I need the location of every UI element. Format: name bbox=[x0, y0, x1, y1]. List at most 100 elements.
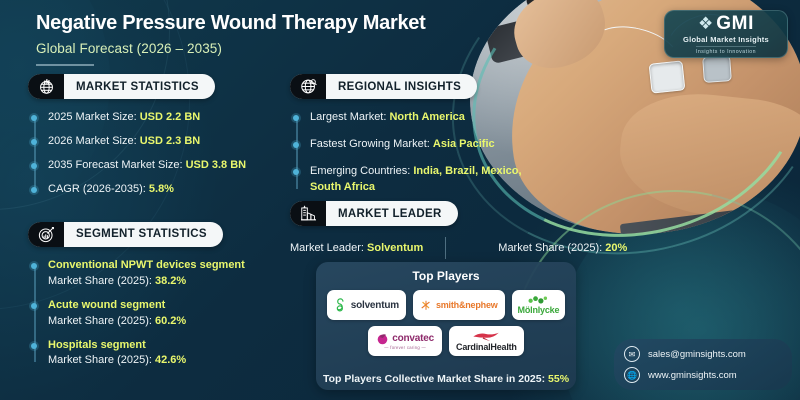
timeline-dot bbox=[292, 141, 299, 148]
logo-cardinal-health[interactable]: CardinalHealth bbox=[449, 326, 524, 356]
timeline-dot bbox=[30, 115, 37, 121]
gmi-tagline: Insights to Innovation bbox=[695, 45, 757, 55]
gmi-logo-badge[interactable]: ❖ GMI Global Market Insights Insights to… bbox=[664, 10, 788, 58]
segment-value: 38.2% bbox=[155, 274, 187, 287]
stat-value: USD 2.2 BN bbox=[139, 111, 201, 123]
segment-label: Market Share (2025): bbox=[48, 354, 152, 367]
segment-row: Conventional NPWT devices segment Market… bbox=[30, 258, 296, 290]
timeline-dot bbox=[30, 342, 37, 349]
stat-row: 2035 Forecast Market Size: USD 3.8 BN bbox=[30, 158, 296, 174]
logo-solventum[interactable]: solventum bbox=[326, 290, 406, 320]
region-row: Fastest Growing Market: Asia Pacific bbox=[292, 137, 550, 153]
header: Negative Pressure Wound Therapy Market G… bbox=[36, 12, 506, 66]
share-label: Market Share (2025): bbox=[498, 242, 603, 254]
market-leader-row: Market Leader: Solventum Market Share (2… bbox=[290, 237, 730, 259]
market-statistics-header[interactable]: MARKET STATISTICS bbox=[28, 74, 215, 99]
timeline-dot bbox=[30, 138, 37, 145]
stat-row: 2025 Market Size: USD 2.2 BN bbox=[30, 110, 296, 126]
logo-row-2: convatec — forever caring — CardinalHeal… bbox=[326, 326, 566, 356]
timeline-dot bbox=[292, 115, 299, 121]
stat-label: CAGR (2026-2035): bbox=[48, 182, 146, 195]
stat-row: CAGR (2026-2035): 5.8% bbox=[30, 182, 296, 198]
convatec-mark-icon bbox=[377, 334, 388, 345]
segment-statistics-header[interactable]: SEGMENT STATISTICS bbox=[28, 221, 223, 247]
electrode-pad bbox=[702, 55, 732, 83]
collective-label: Top Players Collective Market Share in 2… bbox=[322, 373, 546, 385]
leader-info: Market Leader: Solventum bbox=[290, 242, 445, 254]
contact-panel: ✉ sales@gminsights.com 🌐 www.gminsights.… bbox=[614, 339, 792, 390]
timeline-dot bbox=[30, 186, 37, 193]
section-segment-statistics: SEGMENT STATISTICS Conventional NPWT dev… bbox=[28, 221, 296, 370]
contact-website-row[interactable]: 🌐 www.gminsights.com bbox=[624, 367, 782, 383]
timeline-dot bbox=[30, 162, 37, 169]
page-subtitle: Global Forecast (2026 – 2035) bbox=[36, 41, 223, 56]
envelope-icon: ✉ bbox=[624, 346, 640, 362]
timeline-line bbox=[34, 117, 36, 191]
globe-icon: 🌐 bbox=[624, 367, 640, 383]
stat-row: 2026 Market Size: USD 2.3 BN bbox=[30, 134, 296, 150]
timeline-dot bbox=[30, 262, 37, 269]
segment-row: Hospitals segment Market Share (2025): 4… bbox=[30, 338, 296, 370]
segment-name: Conventional NPWT devices segment bbox=[48, 258, 245, 271]
logo-row-1: solventum smith&nephew Mölnlycke bbox=[326, 290, 566, 320]
segment-value: 42.6% bbox=[155, 354, 187, 367]
globe-icon bbox=[290, 74, 326, 99]
market-leader-header[interactable]: MARKET LEADER bbox=[290, 201, 458, 226]
timeline-dot bbox=[292, 168, 299, 175]
stat-value: USD 2.3 BN bbox=[139, 134, 201, 147]
gmi-full-name: Global Market Insights bbox=[683, 34, 769, 44]
logo-smith-nephew[interactable]: smith&nephew bbox=[412, 290, 505, 320]
leader-share: Market Share (2025): 20% bbox=[446, 242, 627, 254]
stat-label: 2025 Market Size: bbox=[48, 111, 137, 123]
logo-convatec[interactable]: convatec — forever caring — bbox=[368, 326, 443, 356]
share-value: 20% bbox=[605, 242, 628, 254]
segment-value: 60.2% bbox=[155, 314, 187, 327]
regional-insights-label: REGIONAL INSIGHTS bbox=[338, 80, 462, 93]
segment-label: Market Share (2025): bbox=[48, 314, 152, 327]
top-players-card: Top Players solventum smith&nephew bbox=[316, 262, 576, 390]
left-column: MARKET STATISTICS 2025 Market Size: USD … bbox=[28, 74, 296, 369]
region-value: India, Brazil, Mexico, South Africa bbox=[310, 164, 522, 193]
collective-value: 55% bbox=[548, 373, 570, 385]
section-regional-insights: REGIONAL INSIGHTS Largest Market: North … bbox=[290, 74, 550, 196]
gmi-name: GMI bbox=[716, 12, 754, 34]
region-value: Asia Pacific bbox=[432, 137, 495, 150]
contact-website: www.gminsights.com bbox=[648, 369, 737, 381]
region-row: Emerging Countries: India, Brazil, Mexic… bbox=[292, 164, 550, 196]
market-leader-label: MARKET LEADER bbox=[338, 207, 442, 220]
region-row: Largest Market: North America bbox=[292, 110, 550, 126]
contact-email-row[interactable]: ✉ sales@gminsights.com bbox=[624, 346, 782, 362]
collective-share: Top Players Collective Market Share in 2… bbox=[316, 373, 576, 385]
segment-name: Hospitals segment bbox=[48, 338, 146, 351]
cardinal-health-text: CardinalHealth bbox=[456, 341, 517, 352]
vertical-divider bbox=[445, 237, 447, 259]
molnlycke-mark-icon bbox=[528, 296, 548, 304]
region-label: Emerging Countries: bbox=[310, 164, 411, 177]
section-market-statistics: MARKET STATISTICS 2025 Market Size: USD … bbox=[28, 74, 296, 198]
page-title: Negative Pressure Wound Therapy Market bbox=[36, 12, 426, 34]
solventum-text: solventum bbox=[350, 299, 399, 311]
segment-statistics-list: Conventional NPWT devices segment Market… bbox=[28, 258, 296, 370]
solventum-mark-icon bbox=[336, 297, 344, 312]
segment-label: Market Share (2025): bbox=[48, 274, 152, 287]
leader-label: Market Leader: bbox=[290, 242, 364, 254]
cardinal-bird-icon bbox=[473, 332, 500, 341]
section-market-leader: MARKET LEADER Market Leader: Solventum M… bbox=[290, 201, 730, 259]
smith-nephew-text: smith&nephew bbox=[435, 300, 498, 310]
stat-value: USD 3.8 BN bbox=[185, 158, 247, 171]
convatec-tagline: — forever caring — bbox=[384, 345, 426, 350]
region-label: Fastest Growing Market: bbox=[310, 137, 430, 150]
electrode-pad bbox=[648, 60, 686, 94]
logo-molnlycke[interactable]: Mölnlycke bbox=[511, 290, 566, 320]
segment-name: Acute wound segment bbox=[48, 298, 166, 311]
market-statistics-list: 2025 Market Size: USD 2.2 BN 2026 Market… bbox=[28, 110, 296, 198]
gmi-diamond-icon: ❖ bbox=[698, 13, 714, 33]
target-chart-icon bbox=[28, 221, 64, 247]
region-label: Largest Market: bbox=[310, 111, 387, 123]
market-statistics-label: MARKET STATISTICS bbox=[76, 80, 199, 93]
contact-email: sales@gminsights.com bbox=[648, 348, 746, 360]
segment-statistics-label: SEGMENT STATISTICS bbox=[76, 228, 207, 241]
regional-insights-header[interactable]: REGIONAL INSIGHTS bbox=[290, 74, 478, 99]
smith-nephew-mark-icon bbox=[421, 300, 430, 310]
